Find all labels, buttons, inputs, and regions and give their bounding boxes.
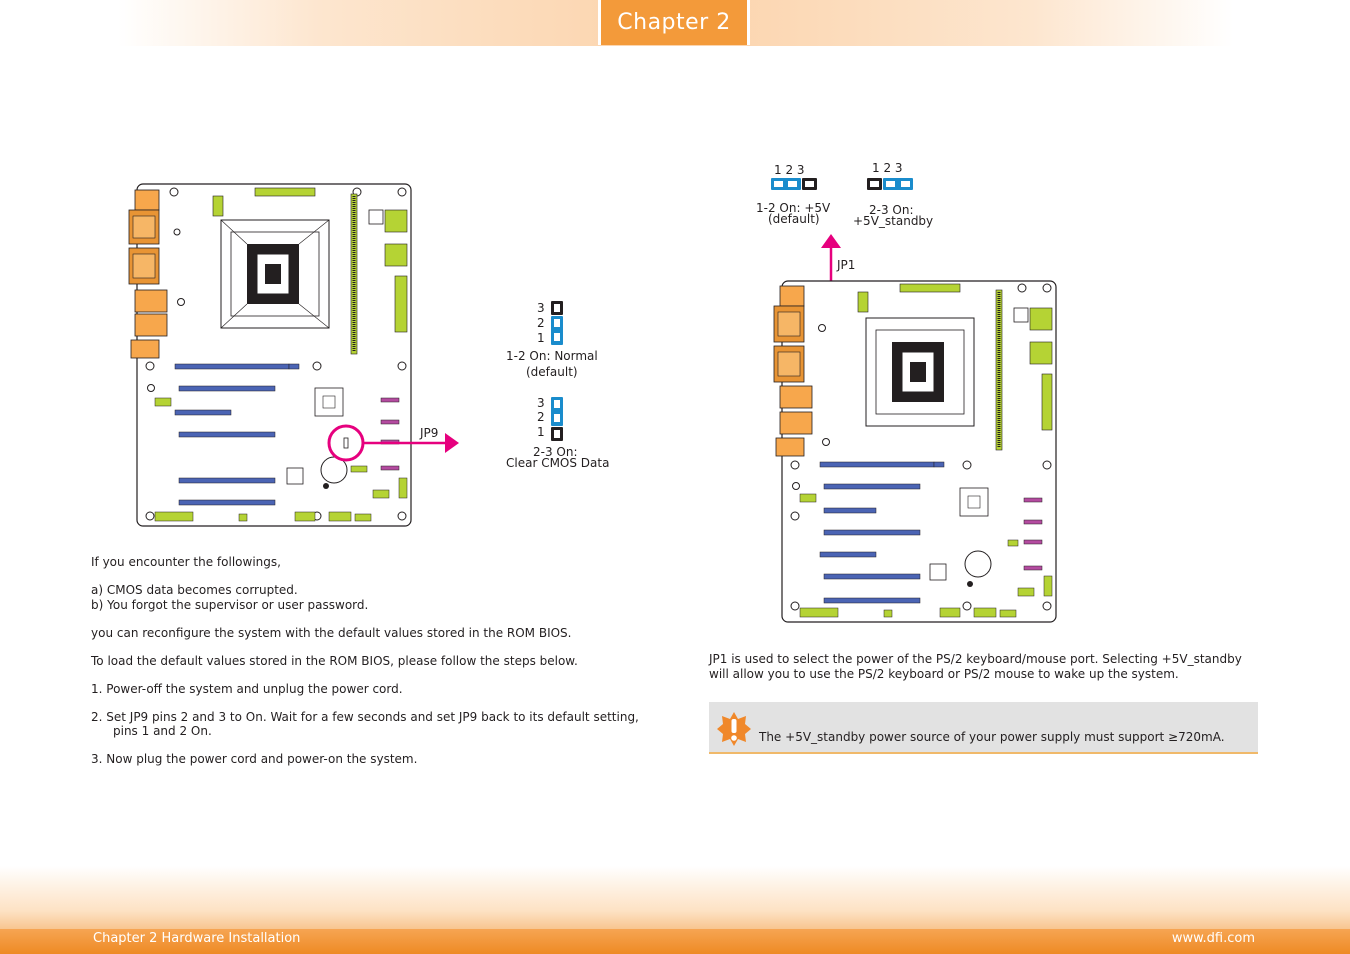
normal-caption-default: (default) [526,365,578,379]
intro-text: If you encounter the followings, [91,555,281,569]
pin-label: 3 [537,396,545,410]
pin-label: 2 [537,410,545,424]
jp1-standby-caption: 2-3 On: [869,203,914,217]
footer-chapter-title: Chapter 2 Hardware Installation [93,931,301,946]
jp9-clear-jumper [551,397,563,441]
step-3: 3. Now plug the power cord and power-on … [91,752,418,766]
jp1-standby-caption-2: +5V_standby [853,214,934,228]
right-board-diagram [773,234,1057,623]
warning-icon [717,712,751,746]
pin-label: 2 [537,316,545,330]
step-2: 2. Set JP9 pins 2 and 3 to On. Wait for … [91,710,639,724]
jp1-default-caption-2: (default) [768,212,820,226]
clear-caption-data: Clear CMOS Data [506,456,610,470]
jp9-normal-jumper [551,301,563,345]
jp1-label: JP1 [837,258,856,272]
step-2-cont: pins 1 and 2 On. [113,724,212,738]
list-item-a: a) CMOS data becomes corrupted. [91,583,298,597]
jp1-description-cont: will allow you to use the PS/2 keyboard … [709,667,1179,681]
to-load-text: To load the default values stored in the… [91,654,578,668]
jp1-standby-jumper [867,178,913,190]
note-box: The +5V_standby power source of your pow… [709,702,1258,754]
footer-website: www.dfi.com [1171,931,1255,946]
pin-label: 1 [537,425,545,439]
chapter-tab: Chapter 2 [598,0,750,45]
note-text: The +5V_standby power source of your pow… [759,730,1225,744]
jp1-default-jumper [771,178,817,190]
jp9-label: JP9 [420,426,439,440]
footer-band [0,866,1350,930]
list-item-b: b) You forgot the supervisor or user pas… [91,598,369,612]
reconfigure-text: you can reconfigure the system with the … [91,626,572,640]
jp1-default-caption: 1-2 On: +5V [756,201,831,215]
step-1: 1. Power-off the system and unplug the p… [91,682,403,696]
pin-label: 1 [537,331,545,345]
jp1-description: JP1 is used to select the power of the P… [709,652,1242,666]
left-board-diagram [128,183,459,527]
normal-caption: 1-2 On: Normal [506,349,598,363]
clear-caption: 2-3 On: [533,445,578,459]
jp1-pins-default: 1 2 3 [774,163,805,177]
footer-bar [0,929,1350,954]
jp1-pins-standby: 1 2 3 [872,161,903,175]
pin-label: 3 [537,301,545,315]
